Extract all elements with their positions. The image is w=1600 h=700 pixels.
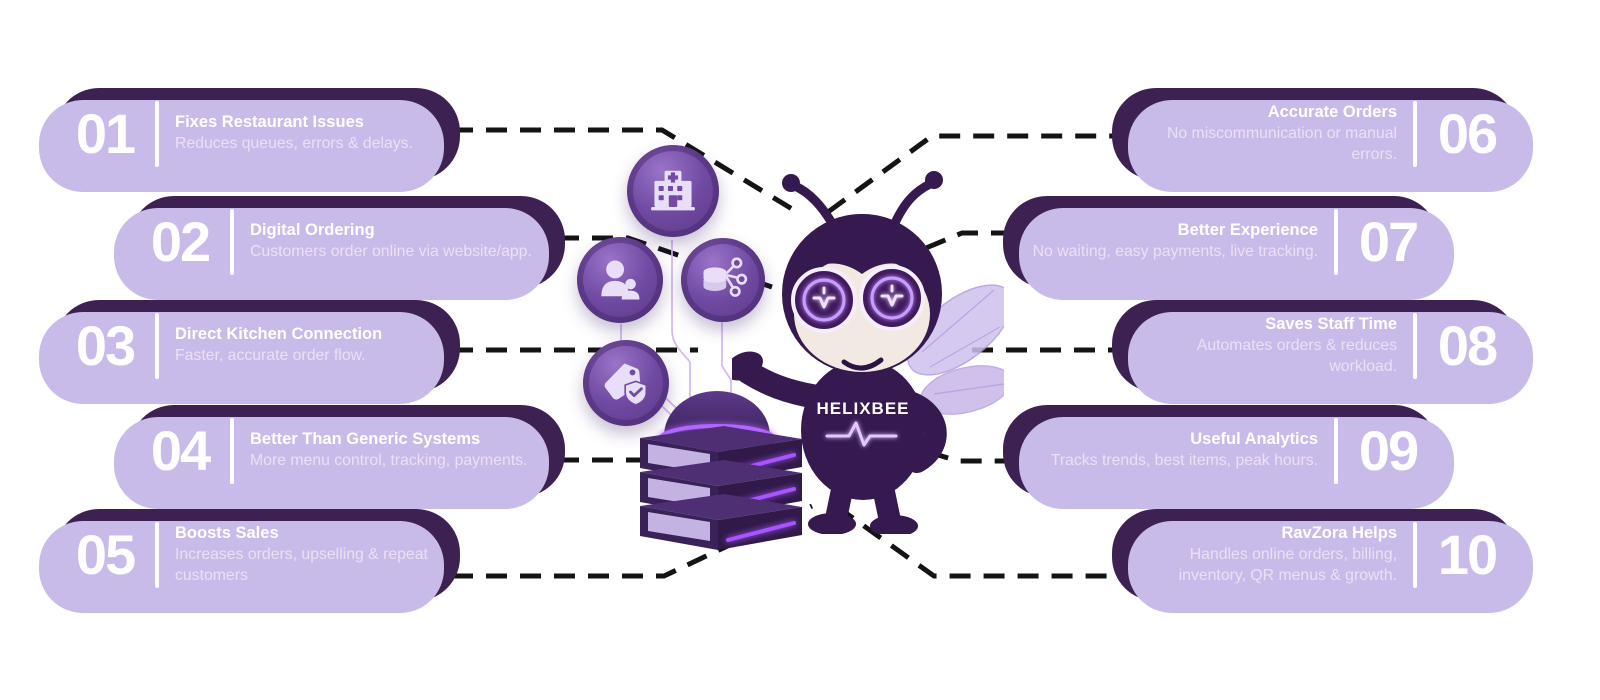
step-number: 03: [75, 314, 136, 377]
step-title: RavZora Helps: [1281, 523, 1397, 542]
step-title: Accurate Orders: [1267, 102, 1397, 121]
mascot: HELIXBEE: [725, 162, 1013, 539]
step-number: 10: [1437, 523, 1498, 586]
step-number: 05: [75, 523, 136, 586]
divider: [155, 522, 159, 588]
step-title: Fixes Restaurant Issues: [175, 113, 364, 132]
step-description: Handles online orders, billing, inventor…: [1178, 545, 1397, 584]
step-card: 03 Direct Kitchen Connection Faster, acc…: [55, 300, 460, 392]
step-number: 09: [1358, 419, 1419, 482]
divider: [1413, 313, 1417, 379]
hospital-building-icon: [627, 145, 719, 237]
step-card: 02 Digital Ordering Customers order onli…: [130, 196, 565, 288]
step-title: Better Experience: [1177, 221, 1318, 240]
step-card: Saves Staff Time Automates orders & redu…: [1112, 300, 1517, 392]
step-description: Faster, accurate order flow.: [175, 347, 366, 365]
step-card: 05 Boosts Sales Increases orders, upsell…: [55, 509, 460, 601]
step-description: Increases orders, upselling & repeat cus…: [175, 545, 428, 584]
step-number: 06: [1437, 102, 1498, 165]
server-stack: [612, 380, 824, 557]
mascot-eyes: [791, 265, 925, 333]
mascot-name-label: HELIXBEE: [816, 399, 909, 418]
divider: [155, 101, 159, 167]
database-network-icon: [681, 238, 765, 322]
step-card: Better Experience No waiting, easy payme…: [1003, 196, 1438, 288]
step-card: 01 Fixes Restaurant Issues Reduces queue…: [55, 88, 460, 180]
step-number: 04: [150, 419, 211, 482]
step-title: Better Than Generic Systems: [250, 430, 481, 449]
step-card: 04 Better Than Generic Systems More menu…: [130, 405, 565, 497]
divider: [1413, 522, 1417, 588]
divider: [1334, 209, 1338, 275]
step-title: Saves Staff Time: [1265, 314, 1397, 333]
step-number: 08: [1437, 314, 1498, 377]
divider: [1334, 418, 1338, 484]
step-description: Customers order online via website/app.: [250, 243, 532, 261]
step-number: 07: [1358, 210, 1419, 273]
divider: [1413, 101, 1417, 167]
step-title: Direct Kitchen Connection: [175, 325, 383, 344]
step-description: Reduces queues, errors & delays.: [175, 135, 413, 153]
step-description: Tracks trends, best items, peak hours.: [1050, 452, 1318, 470]
step-description: Automates orders & reduces workload.: [1196, 336, 1397, 375]
step-card: RavZora Helps Handles online orders, bil…: [1112, 509, 1517, 601]
people-icon: [577, 237, 663, 323]
divider: [230, 209, 234, 275]
step-card: Useful Analytics Tracks trends, best ite…: [1003, 405, 1438, 497]
step-number: 02: [150, 210, 211, 273]
step-description: No miscommunication or manual errors.: [1166, 124, 1397, 163]
step-description: No waiting, easy payments, live tracking…: [1032, 243, 1318, 261]
divider: [230, 418, 234, 484]
step-number: 01: [75, 102, 136, 165]
step-title: Digital Ordering: [250, 221, 375, 240]
step-title: Boosts Sales: [175, 523, 279, 542]
tag-shield-icon: [583, 340, 669, 426]
step-title: Useful Analytics: [1190, 430, 1318, 449]
step-card: Accurate Orders No miscommunication or m…: [1112, 88, 1517, 180]
step-description: More menu control, tracking, payments.: [250, 452, 528, 470]
divider: [155, 313, 159, 379]
